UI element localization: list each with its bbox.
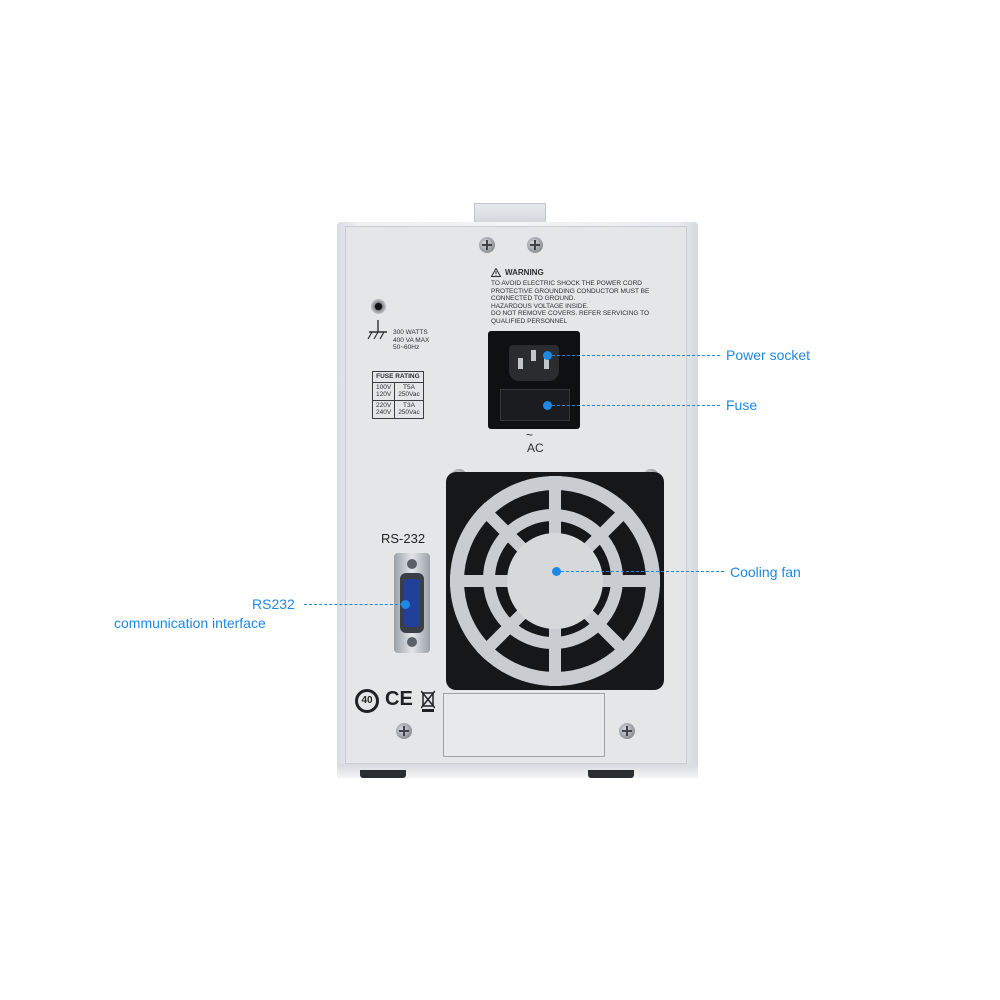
rs232-callout-dot xyxy=(401,600,410,609)
warning-line: HAZARDOUS VOLTAGE INSIDE. xyxy=(491,302,589,310)
fan-hub xyxy=(507,533,603,629)
socket-pin xyxy=(518,358,523,369)
fuse-callout: Fuse xyxy=(726,397,758,413)
warning-triangle-icon xyxy=(491,268,501,277)
warning-line: TO AVOID ELECTRIC SHOCK THE POWER CORD xyxy=(491,280,642,287)
foot-right xyxy=(588,770,634,778)
weee-bin-icon xyxy=(421,690,435,712)
db9-shell xyxy=(400,573,424,633)
screw-top-left xyxy=(479,237,495,253)
rs232-port-label: RS-232 xyxy=(381,531,426,546)
warning-line: QUALIFIED PERSONNEL xyxy=(491,317,568,325)
warning-line: DO NOT REMOVE COVERS. REFER SERVICING TO xyxy=(491,310,650,317)
screw-bottom-left xyxy=(396,723,412,739)
fuse-callout-line xyxy=(552,405,720,406)
serial-label-area xyxy=(443,693,605,757)
ce-mark: CE xyxy=(385,688,413,710)
power-rating: 300 WATTS 400 VA MAX 50~60Hz xyxy=(393,329,429,352)
power-socket-callout-dot xyxy=(543,351,552,360)
ac-label: AC xyxy=(527,441,544,455)
warning-label: WARNING TO AVOID ELECTRIC SHOCK THE POWE… xyxy=(491,268,666,325)
rs232-callout-line2: communication interface xyxy=(114,615,266,631)
warning-line: CONNECTED TO GROUND. xyxy=(491,295,576,302)
power-rating-line: 50~60Hz xyxy=(393,344,420,351)
warning-title: WARNING xyxy=(505,267,544,277)
cooling-fan-callout-line xyxy=(561,571,724,572)
power-rating-line: 400 VA MAX xyxy=(393,336,430,344)
fuse-value-cell: T5A 250Vac xyxy=(394,381,424,401)
power-socket[interactable] xyxy=(488,331,580,429)
fuse-value-cell: T3A 250Vac xyxy=(394,399,424,419)
fuse-voltage-cell: 100V 120V xyxy=(371,381,396,401)
socket-pin xyxy=(544,358,549,369)
fuse-callout-dot xyxy=(543,401,552,410)
cooling-fan-callout: Cooling fan xyxy=(730,564,801,580)
rohs-40-mark: 40 xyxy=(355,689,379,713)
rs232-port[interactable] xyxy=(394,553,430,653)
screw-bottom-right xyxy=(619,723,635,739)
power-socket-callout: Power socket xyxy=(726,347,811,363)
warning-line: PROTECTIVE GROUNDING CONDUCTOR MUST BE xyxy=(491,287,650,295)
power-socket-callout-line xyxy=(552,355,720,356)
power-rating-line: 300 WATTS xyxy=(393,329,428,336)
port-screw xyxy=(407,637,417,647)
socket-pin xyxy=(531,350,536,361)
socket-inlet xyxy=(509,345,559,381)
ground-icon xyxy=(367,320,387,340)
rs232-callout-line1: RS232 xyxy=(252,596,295,612)
db9-connector-face xyxy=(404,579,420,627)
ac-symbol: ~ xyxy=(526,428,534,442)
cooling-fan-callout-dot xyxy=(552,567,561,576)
fuse-voltage-cell: 220V 240V xyxy=(371,399,396,419)
ground-terminal[interactable] xyxy=(371,299,386,314)
cooling-fan xyxy=(446,472,664,690)
screw-top-right xyxy=(527,237,543,253)
foot-left xyxy=(360,770,406,778)
port-screw xyxy=(407,559,417,569)
fuse-rating-table: FUSE RATING 100V 120V T5A 250Vac 220V 24… xyxy=(371,371,424,419)
rs232-callout-line xyxy=(304,604,403,605)
fuse-rating-title: FUSE RATING xyxy=(372,371,424,383)
